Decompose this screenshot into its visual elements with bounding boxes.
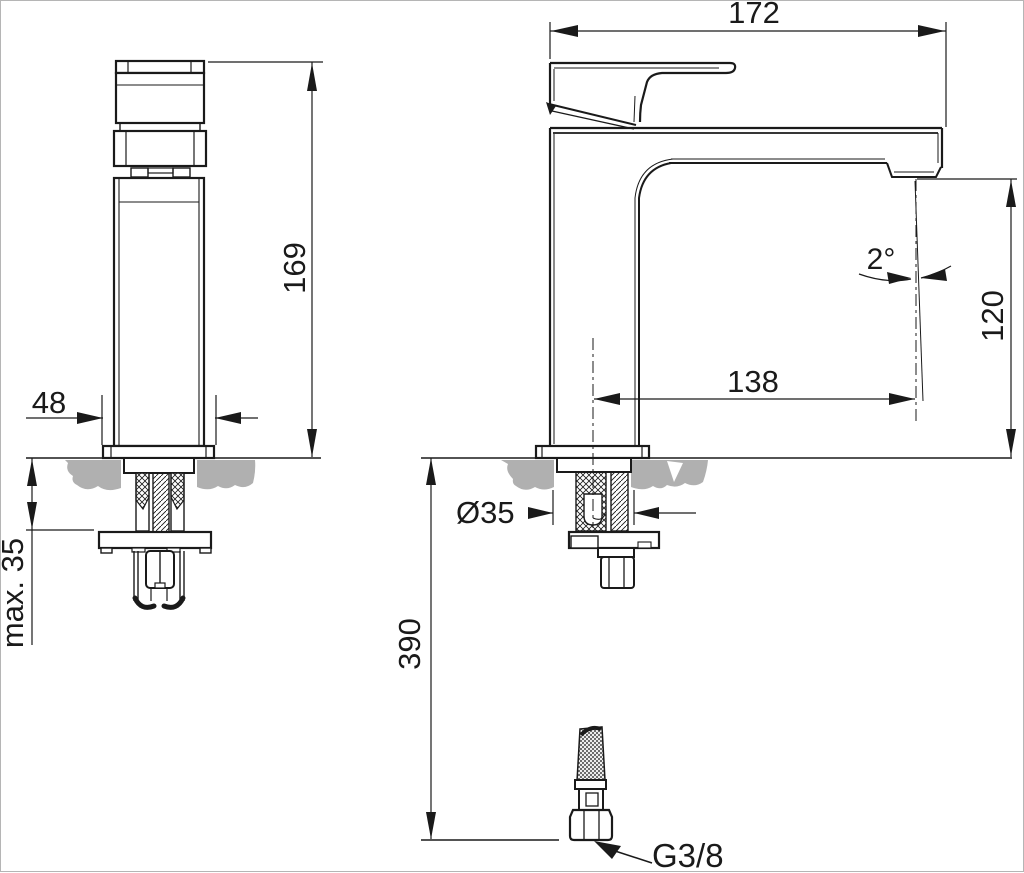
counter-section-left-side xyxy=(501,460,554,490)
dim-169-label: 169 xyxy=(277,242,312,294)
dim-390-label: 390 xyxy=(392,618,427,670)
dim-120-label: 120 xyxy=(975,290,1010,342)
label-thread-g38: G3/8 xyxy=(594,837,724,873)
hose-nut xyxy=(568,808,614,842)
mounting-plate-front xyxy=(97,530,213,554)
dim-dia-35: Ø35 xyxy=(456,490,696,530)
dim-angle-label: 2° xyxy=(867,243,896,276)
dim-169: 169 xyxy=(208,61,323,457)
dim-max-35: max. 35 xyxy=(1,458,94,648)
spout-side xyxy=(548,126,944,446)
collar-front xyxy=(112,129,208,178)
counter-break-notch xyxy=(667,461,683,482)
counter-section-right xyxy=(197,460,256,490)
front-view xyxy=(26,59,321,610)
side-view xyxy=(421,61,1012,842)
counter-section-left xyxy=(65,460,121,491)
handle-side xyxy=(546,61,737,130)
body-front xyxy=(112,176,206,448)
dim-138-label: 138 xyxy=(727,364,779,399)
dim-172: 172 xyxy=(549,1,947,127)
dim-max-35-label: max. 35 xyxy=(1,538,30,648)
dim-172-label: 172 xyxy=(728,1,780,30)
dim-dia-35-label: Ø35 xyxy=(456,495,515,530)
dim-138: 138 xyxy=(594,364,915,405)
thread-g38-text: G3/8 xyxy=(652,837,724,873)
base-flange-front xyxy=(101,444,216,460)
shank-side xyxy=(556,457,632,532)
spout-outlet xyxy=(886,162,942,178)
dim-48-label: 48 xyxy=(32,385,66,420)
mounting-plate-side xyxy=(567,530,661,589)
supply-hose-side xyxy=(568,725,614,842)
shank-front xyxy=(123,457,195,533)
handle-front xyxy=(114,59,206,131)
dim-angle-2deg: 2° xyxy=(858,179,952,421)
counter-section-right-side xyxy=(631,460,708,490)
dim-48: 48 xyxy=(26,385,258,445)
supply-hoses-front xyxy=(132,550,186,610)
dim-390: 390 xyxy=(392,458,559,841)
dim-120: 120 xyxy=(917,178,1017,457)
